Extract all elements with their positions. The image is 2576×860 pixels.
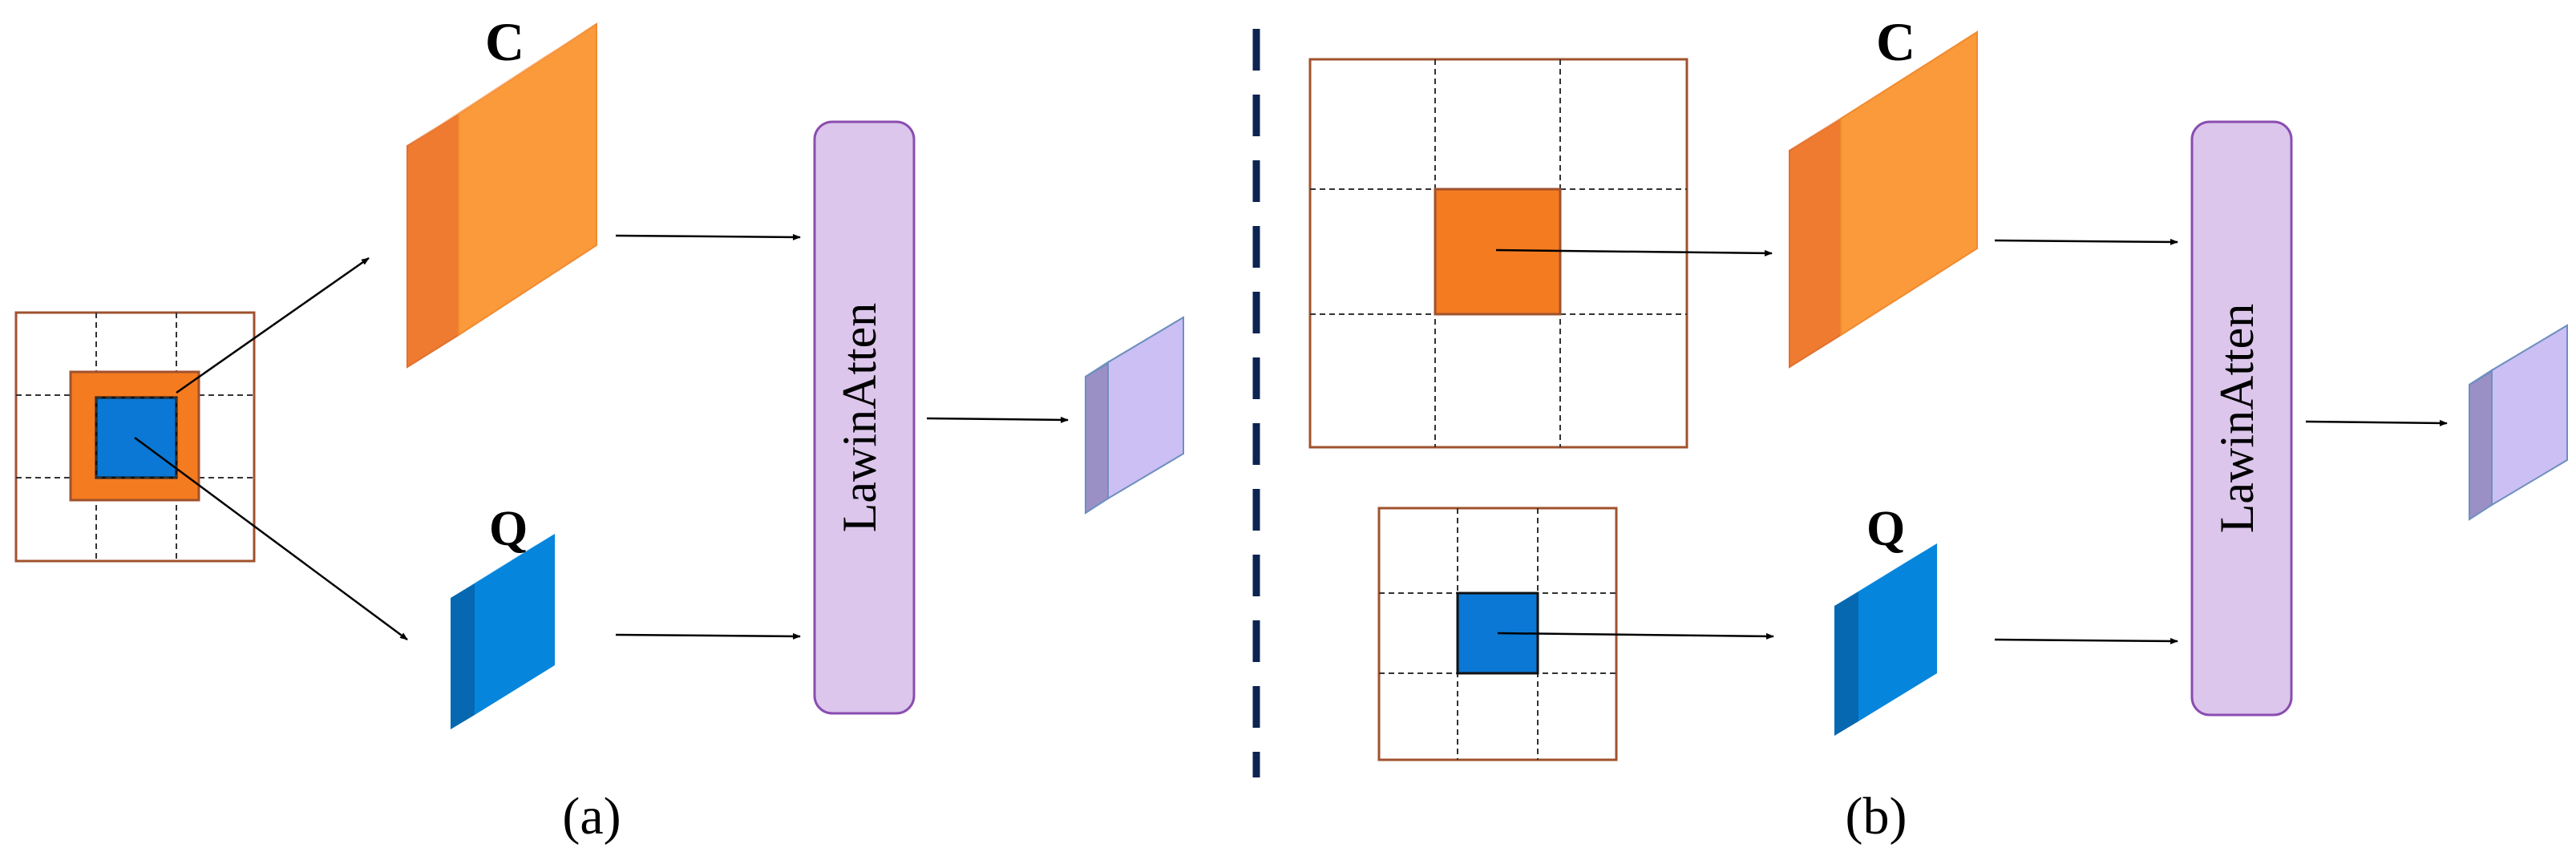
panel-b-query-block <box>1834 543 1937 736</box>
panel-b-arrow-to-output <box>2305 419 2448 426</box>
panel-b-context-patch <box>1434 188 1562 316</box>
panel-b-output-block <box>2469 324 2568 521</box>
panel-b: C Q LawinAtten (b) <box>1308 11 2568 846</box>
panel-b-attention-label: LawinAtten <box>2210 304 2263 534</box>
panel-a-context-label: C <box>485 11 524 72</box>
panel-a-attention-label: LawinAtten <box>833 303 886 533</box>
panel-a-arrow-context-to-attention <box>615 233 801 240</box>
panel-b-arrow-context-to-attention <box>1994 238 2178 245</box>
panel-b-arrow-patch-to-query <box>1497 632 1774 640</box>
panel-a-output-block <box>1085 316 1184 515</box>
panel-a-attention-block <box>813 120 916 715</box>
panel-b-context-label: C <box>1876 11 1915 72</box>
panel-b-caption: (b) <box>1846 787 1907 846</box>
panel-b-context-grid <box>1308 58 1688 449</box>
panel-b-context-block <box>1789 30 1978 369</box>
panel-a-arrow-to-query <box>134 436 408 641</box>
panel-a-context-block <box>406 22 597 369</box>
panel-a-input-grid <box>14 311 256 563</box>
panel-a-caption: (a) <box>562 787 621 846</box>
panel-a-arrow-to-context <box>176 256 370 394</box>
panel-a-arrow-query-to-attention <box>615 632 801 640</box>
panel-a-query-label: Q <box>489 502 528 556</box>
panel-b-query-label: Q <box>1866 502 1905 556</box>
panel-a-query-block <box>451 534 555 729</box>
panel-b-arrow-query-to-attention <box>1994 637 2178 644</box>
panel-a: C Q LawinAtten (a) <box>14 11 1184 846</box>
panel-a-arrow-to-output <box>926 416 1069 423</box>
panel-b-arrow-patch-to-context <box>1495 248 1773 256</box>
panel-b-attention-block <box>2190 120 2293 717</box>
